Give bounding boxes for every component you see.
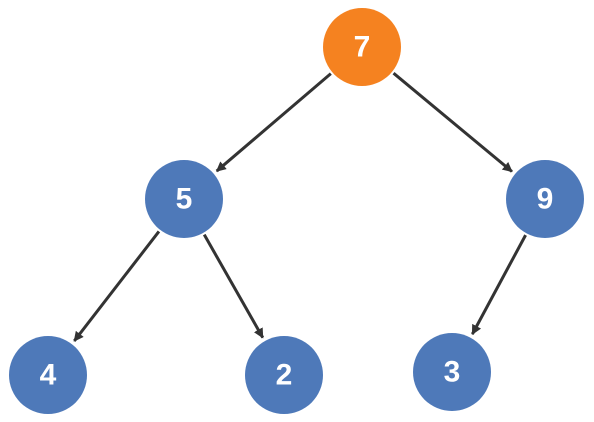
node-label: 9 <box>537 183 554 216</box>
tree-node-5: 5 <box>145 160 223 238</box>
edge-n5-to-n4 <box>73 230 161 342</box>
edge-n5-to-n2 <box>202 233 265 339</box>
tree-node-7: 7 <box>323 8 401 86</box>
tree-node-2: 2 <box>245 336 323 414</box>
node-label: 4 <box>40 359 57 392</box>
node-label: 7 <box>354 31 371 64</box>
edges-layer <box>73 72 527 342</box>
node-circle <box>9 336 87 414</box>
edge-n7-to-n9 <box>392 72 513 173</box>
node-circle <box>413 333 491 411</box>
tree-node-4: 4 <box>9 336 87 414</box>
node-label: 2 <box>276 359 293 392</box>
node-circle <box>145 160 223 238</box>
tree-node-3: 3 <box>413 333 491 411</box>
node-label: 3 <box>444 356 461 389</box>
node-circle <box>245 336 323 414</box>
nodes-layer: 7 5 9 4 2 3 <box>9 8 584 414</box>
edge-n7-to-n5 <box>215 72 332 173</box>
root-node-circle <box>323 8 401 86</box>
tree-node-9: 9 <box>506 160 584 238</box>
edge-n9-to-n3 <box>471 234 527 336</box>
node-label: 5 <box>176 183 193 216</box>
node-circle <box>506 160 584 238</box>
